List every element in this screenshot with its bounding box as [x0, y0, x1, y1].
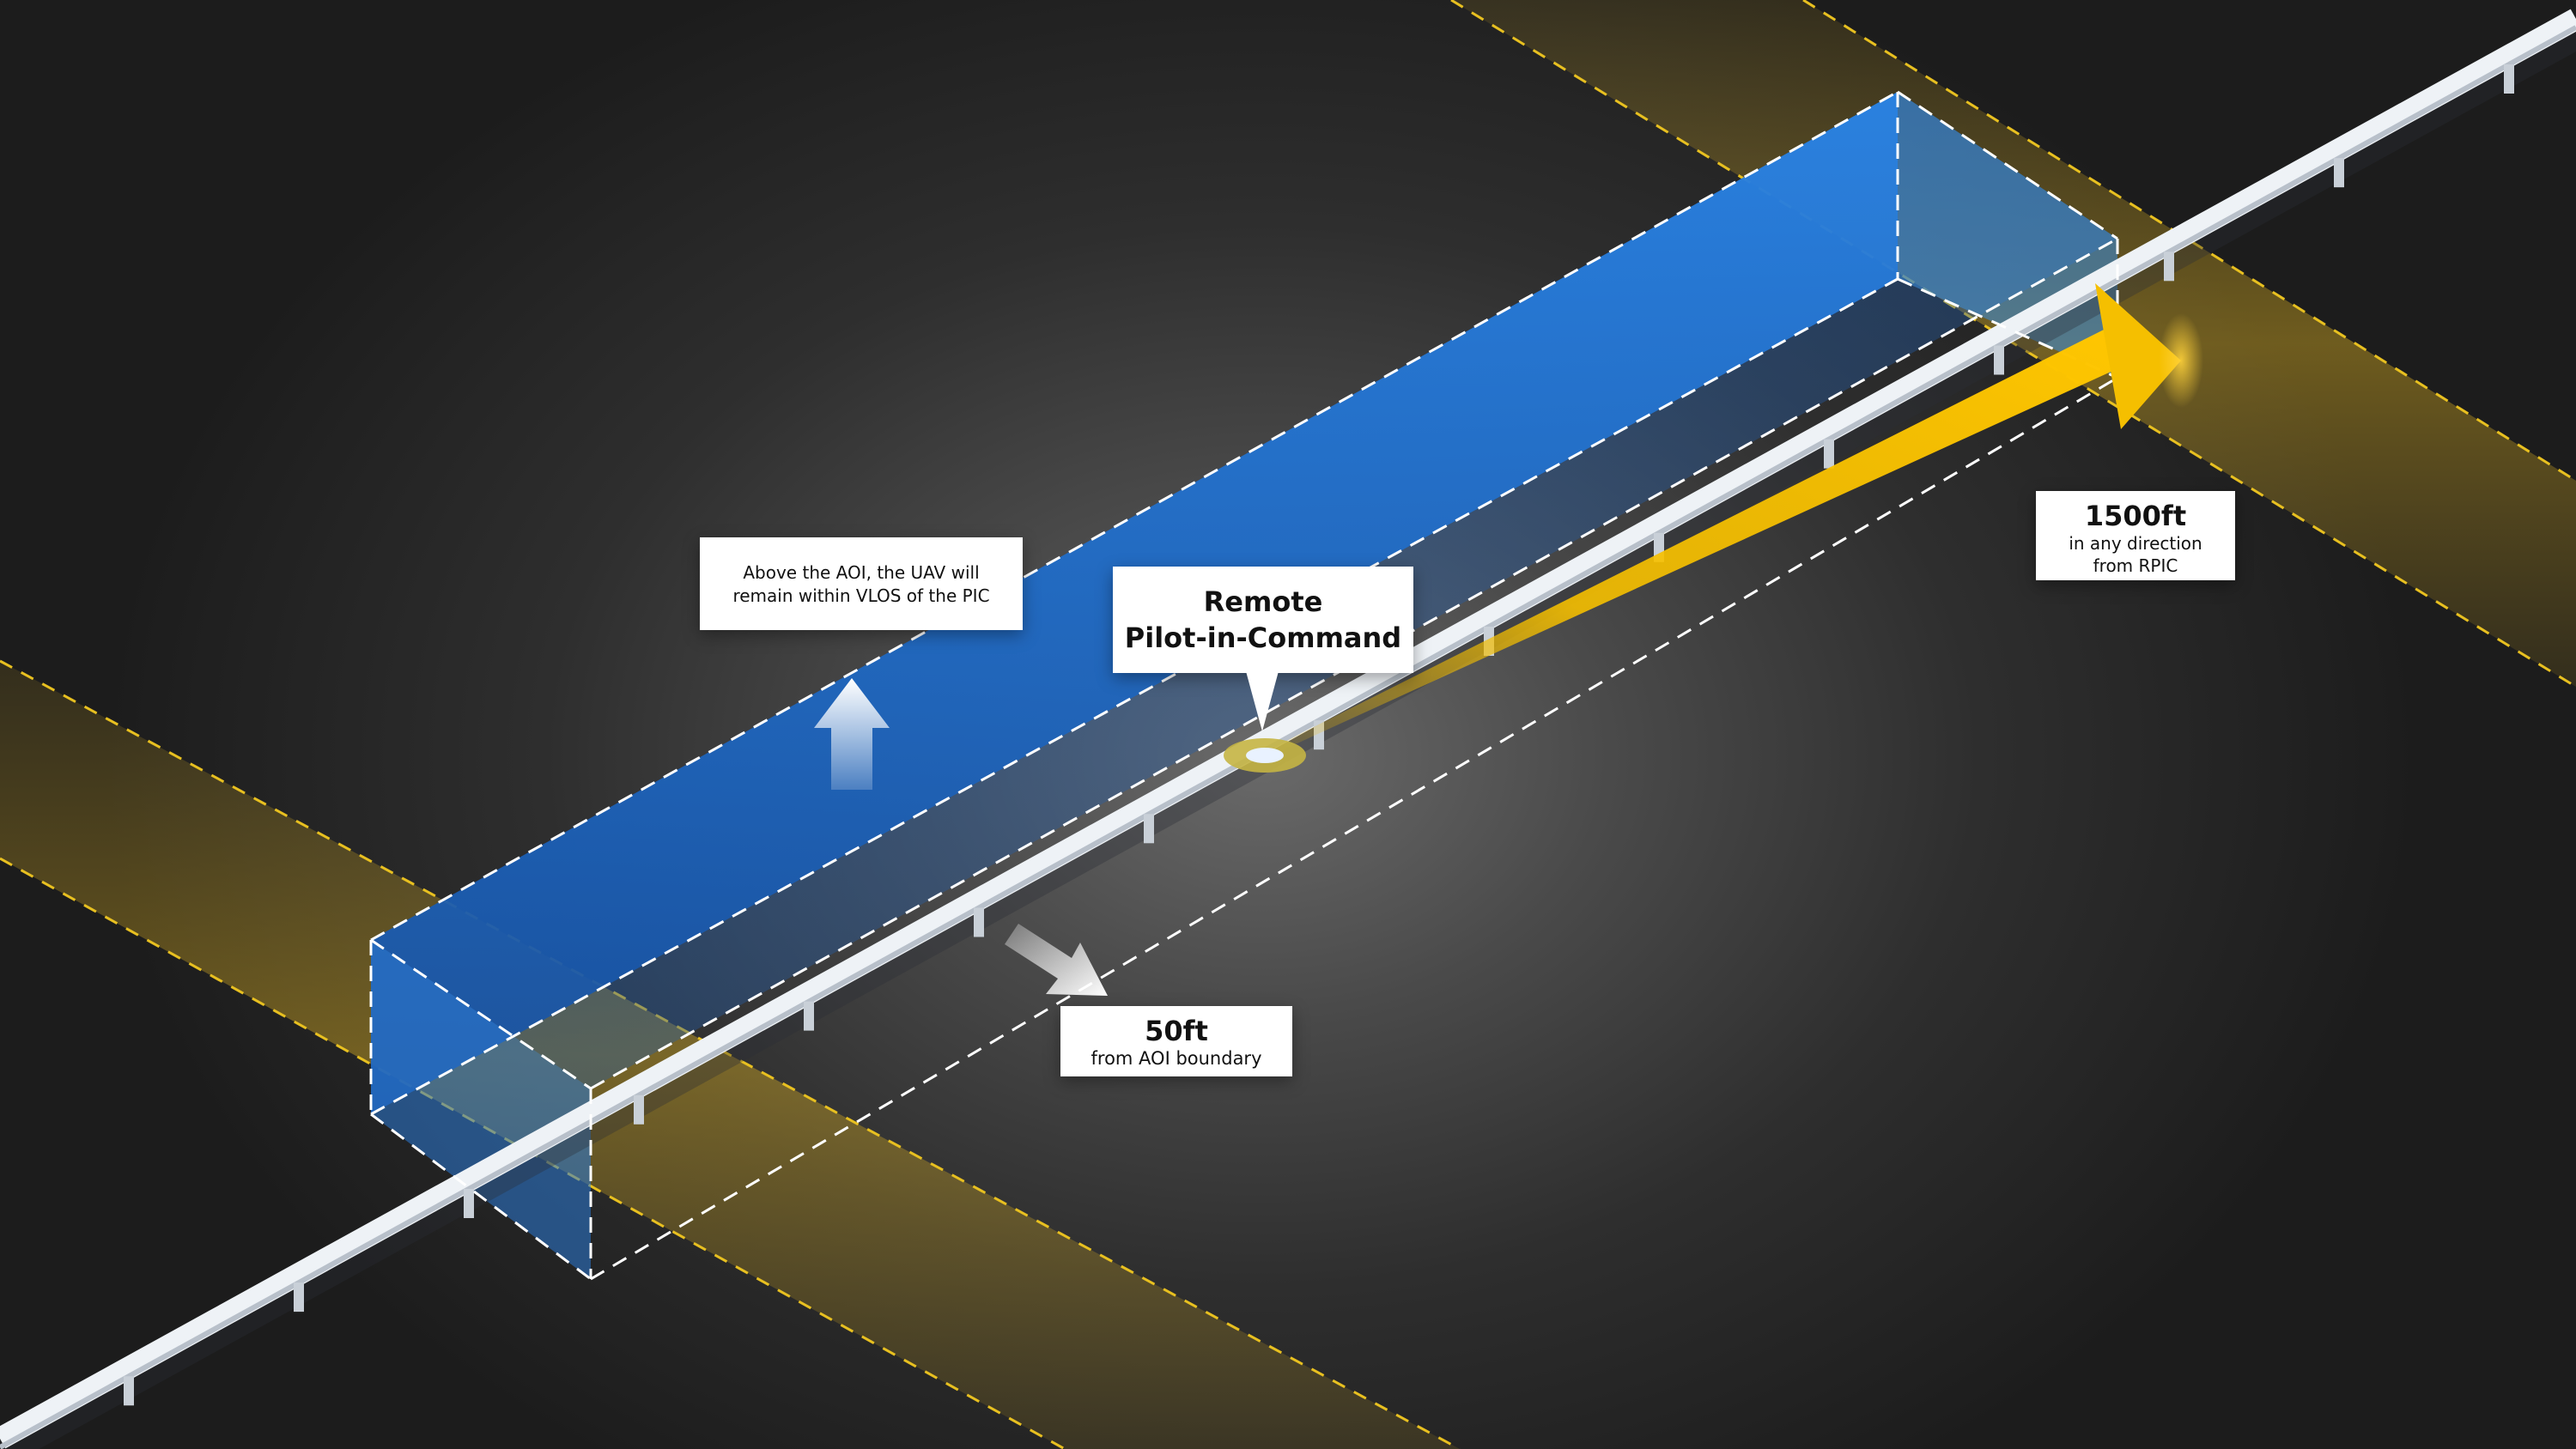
offset-value: 50ft — [1145, 1015, 1208, 1047]
rpic-label-line1: Remote — [1203, 585, 1323, 618]
range-arrow-icon — [1271, 283, 2203, 755]
rail-support-post — [1824, 439, 1834, 469]
rail-support-post — [974, 907, 984, 937]
range-callout: 1500ft in any direction from RPIC — [2036, 491, 2235, 580]
rail-support-post — [1144, 814, 1154, 844]
rail-support-post — [124, 1376, 134, 1406]
up-arrow-icon — [814, 678, 890, 790]
range-caption-line1: in any direction — [2069, 533, 2202, 554]
rpic-callout: Remote Pilot-in-Command — [1113, 567, 1413, 731]
pipeline-rail — [0, 9, 2576, 1449]
offset-callout: 50ft from AOI boundary — [1060, 1006, 1292, 1076]
range-value: 1500ft — [2084, 500, 2187, 532]
outward-arrow-icon — [1005, 924, 1108, 996]
vlos-note-callout: Above the AOI, the UAV will remain withi… — [700, 537, 1023, 630]
rail-support-post — [804, 1001, 814, 1031]
buffer-band-right — [1450, 0, 2576, 688]
pilot-marker-icon — [1224, 738, 1306, 773]
rpic-label-line2: Pilot-in-Command — [1124, 621, 1402, 654]
aoi-volume-left-wall — [371, 940, 591, 1279]
offset-caption: from AOI boundary — [1091, 1048, 1262, 1069]
rail-support-post — [2164, 252, 2174, 282]
rail-support-post — [2504, 64, 2514, 94]
vlos-note-text: Above the AOI, the UAV will remain withi… — [732, 562, 990, 606]
rail-support-post — [294, 1282, 304, 1313]
rail-support-post — [1994, 345, 2004, 375]
rail-support-post — [634, 1094, 644, 1125]
rail-support-post — [464, 1189, 474, 1218]
range-caption-line2: from RPIC — [2093, 555, 2178, 576]
rail-support-post — [2334, 158, 2344, 188]
aoi-volume-outline — [369, 90, 2119, 1281]
